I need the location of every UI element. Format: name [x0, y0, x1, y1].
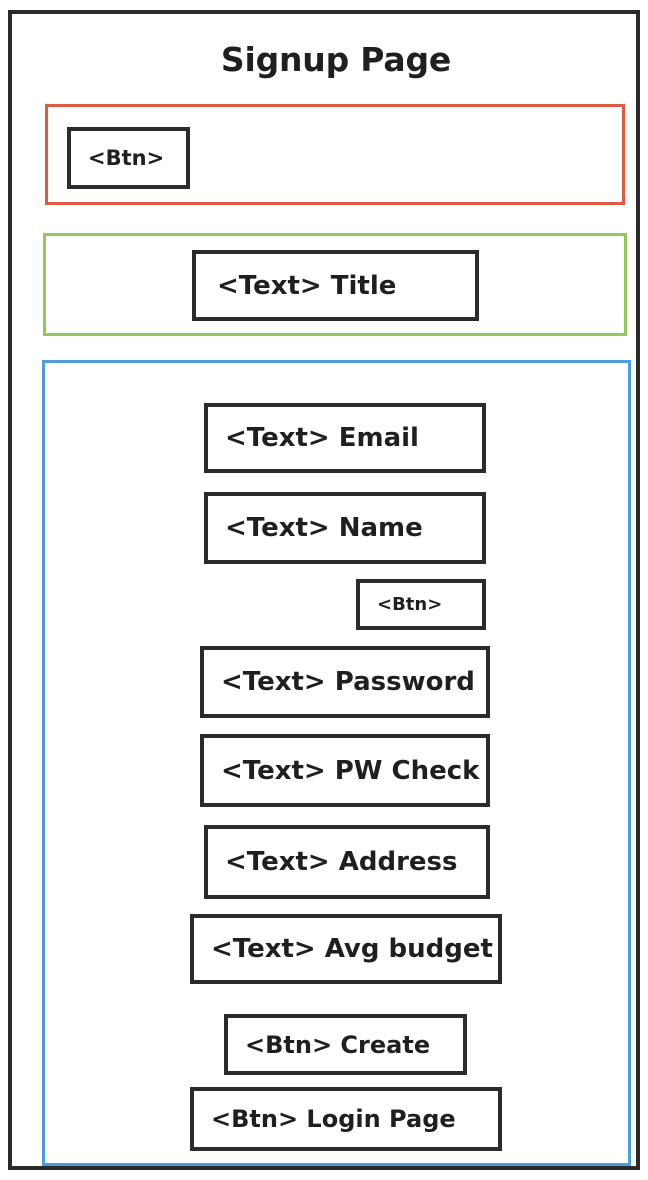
avg-budget-field[interactable]: <Text> Avg budget — [190, 914, 502, 984]
password-check-field[interactable]: <Text> PW Check — [200, 734, 490, 807]
password-field-label: <Text> Password — [221, 667, 475, 697]
page-frame: Signup Page <Btn> <Text> Title <Text> Em… — [8, 10, 640, 1170]
name-check-button-label: <Btn> — [377, 593, 443, 615]
login-page-button-label: <Btn> Login Page — [211, 1105, 456, 1133]
password-check-field-label: <Text> PW Check — [221, 755, 480, 786]
title-text-field[interactable]: <Text> Title — [192, 250, 479, 321]
name-check-button[interactable]: <Btn> — [356, 579, 486, 630]
name-field[interactable]: <Text> Name — [204, 492, 486, 564]
header-button-label: <Btn> — [88, 145, 165, 170]
avg-budget-field-label: <Text> Avg budget — [211, 934, 493, 964]
page-title: Signup Page — [220, 40, 452, 79]
address-field-label: <Text> Address — [225, 847, 458, 877]
address-field[interactable]: <Text> Address — [204, 825, 490, 899]
name-field-label: <Text> Name — [225, 513, 423, 543]
password-field[interactable]: <Text> Password — [200, 646, 490, 718]
email-field-label: <Text> Email — [225, 423, 419, 453]
create-button-label: <Btn> Create — [245, 1030, 431, 1059]
login-page-button[interactable]: <Btn> Login Page — [190, 1087, 502, 1151]
title-text-label: <Text> Title — [217, 270, 397, 301]
header-button[interactable]: <Btn> — [67, 127, 190, 189]
email-field[interactable]: <Text> Email — [204, 403, 486, 473]
create-button[interactable]: <Btn> Create — [224, 1014, 467, 1075]
